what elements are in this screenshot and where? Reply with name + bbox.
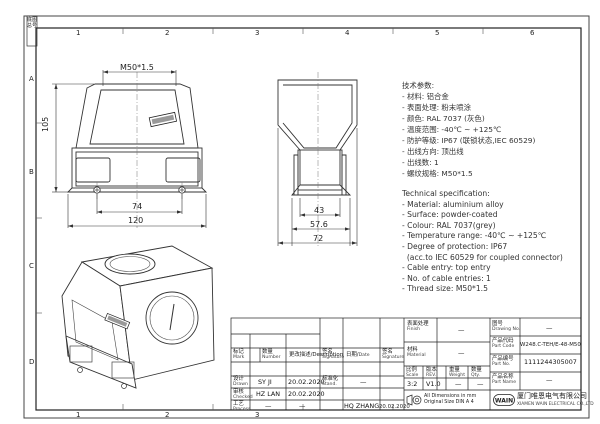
tb-scale-value: 3:2	[407, 380, 418, 388]
col-number-2-bottom: 2	[165, 411, 170, 419]
col-number-3: 3	[255, 29, 260, 37]
tb-checked-name: HZ LAN	[256, 390, 281, 398]
spec-en-line: - Surface: powder-coated	[402, 210, 498, 220]
spec-en-line: - Degree of protection: IP67	[402, 241, 508, 251]
tb-approved-name: HQ ZHANG	[344, 402, 380, 410]
tb-weight-value: —	[455, 380, 462, 388]
row-letter-a: A	[29, 75, 34, 83]
tb-company-cn: 厦门唯恩电气有限公司	[517, 392, 587, 400]
col-number-1-bottom: 1	[76, 411, 81, 419]
spec-cn-line: - 温度范围: -40℃ ~ +125℃	[402, 125, 502, 134]
dim-thread: M50*1.5	[120, 63, 154, 72]
spec-cn-line: - 出线方向: 顶出线	[402, 147, 464, 156]
tb-rev-value: V1.0	[426, 380, 441, 388]
zone-ticks	[36, 28, 484, 410]
company-logo-icon: WAIN	[493, 394, 515, 406]
tb-drawing-no-value: —	[546, 324, 553, 332]
tb-description: 更改描述/Description	[289, 352, 344, 358]
tb-qty-value: —	[477, 380, 484, 388]
tb-part-code-value: W248.C-TEH/E-48-M50	[520, 342, 581, 348]
row-letter-d: D	[29, 358, 35, 366]
specs-cn: 技术参数: - 材料: 铝合金 - 表面处理: 粉末喷涂 - 颜色: RAL 7…	[402, 80, 535, 179]
tb-part-name-value: —	[546, 376, 553, 384]
tb-date: 日期/Date	[346, 352, 370, 358]
dim-overall: 72	[313, 234, 324, 243]
spec-en-line: - Temperature range: -40℃ ~ +125℃	[402, 231, 547, 241]
spec-en-line: - Material: aluminium alloy	[402, 199, 504, 209]
spec-en-line: - Thread size: M50*1.5	[402, 284, 488, 294]
tb-process-date: —	[299, 402, 306, 410]
dim-width: 120	[128, 216, 144, 225]
tb-company-en: XIAMEN WAIN ELECTRICAL CO.,LTD	[517, 402, 594, 407]
tb-approved-date: 20.02.2020	[379, 404, 410, 410]
specs-cn-heading: 技术参数:	[402, 81, 435, 90]
outer-border	[23, 15, 590, 419]
spec-en-line: - Cable entry: top entry	[402, 263, 491, 273]
spec-cn-line: - 颜色: RAL 7037 (灰色)	[402, 114, 485, 123]
projection-symbol-icon	[406, 394, 422, 406]
tb-stand-value: —	[360, 378, 367, 386]
dim-mid-width: 57.6	[310, 220, 328, 229]
tb-drawn-date: 20.02.2020	[288, 378, 325, 386]
spec-en-line: (acc.to IEC 60529 for coupled connector)	[402, 252, 563, 262]
tb-drawn-name: SY JI	[258, 378, 272, 386]
cable-entry-opening	[104, 253, 156, 275]
col-number-1: 1	[76, 29, 81, 37]
spec-cn-line: - 出线数: 1	[402, 158, 439, 167]
spec-cn-line: - 螺纹规格: M50*1.5	[402, 169, 473, 178]
tb-material-value: —	[458, 349, 465, 357]
col-number-4: 4	[345, 29, 350, 37]
col-number-3-bottom: 3	[255, 411, 260, 419]
dim-top-inner: 43	[314, 206, 325, 215]
tb-process-value: —	[265, 402, 272, 410]
spec-en-line: - No. of cable entries: 1	[402, 273, 491, 283]
col-number-2: 2	[165, 29, 170, 37]
tb-finish-value: —	[458, 326, 465, 334]
spec-en-line: - Colour: RAL 7037(grey)	[402, 220, 496, 230]
specs-en-heading: Technical specification:	[402, 189, 490, 198]
col-number-5: 5	[435, 29, 440, 37]
company-logo-text: WAIN	[495, 398, 513, 405]
dim-hole-spacing: 74	[132, 202, 143, 211]
spec-cn-line: - 防护等级: IP67 (联锁状态,IEC 60529)	[402, 136, 536, 145]
corner-stamp-box	[26, 15, 38, 47]
spec-cn-line: - 材料: 铝合金	[402, 92, 449, 101]
specs-en: Technical specification: - Material: alu…	[402, 189, 563, 295]
row-letter-c: C	[29, 262, 34, 270]
tb-part-no-value: 1111244305007	[524, 358, 577, 366]
tb-checked-date: 20.02.2020	[288, 390, 325, 398]
row-letter-b: B	[29, 168, 34, 176]
spec-cn-line: - 表面处理: 粉末喷涂	[402, 103, 471, 112]
corner-stamp: 底图总号	[27, 17, 38, 29]
col-number-6: 6	[530, 29, 535, 37]
